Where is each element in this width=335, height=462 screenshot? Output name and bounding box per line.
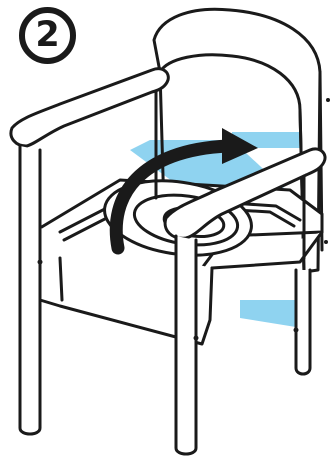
front-left-leg [20, 146, 40, 434]
front-right-leg [176, 236, 196, 454]
rear-legs [296, 270, 310, 374]
